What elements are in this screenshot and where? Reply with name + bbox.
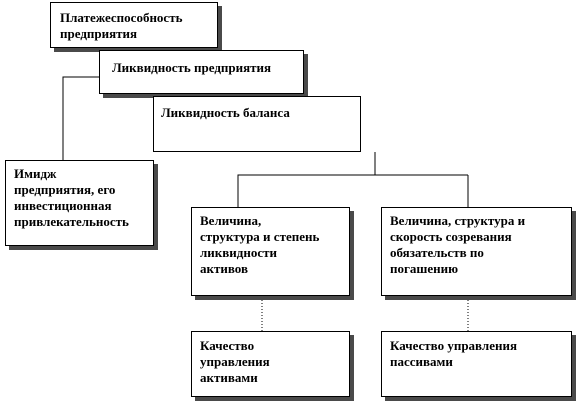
- connector-liquidity-to-image: [62, 76, 99, 160]
- node-balance-liquidity: Ликвидность баланса: [153, 96, 361, 152]
- node-asset-management: Качество управления активами: [191, 331, 350, 397]
- node-liability-management: Качество управления пассивами: [381, 331, 572, 397]
- node-liabilities: Величина, структура и скорость созревани…: [381, 207, 572, 296]
- node-image: Имидж предприятия, его инвестиционная пр…: [5, 160, 154, 246]
- connector-balance-to-assets: [237, 152, 376, 207]
- node-solvency: Платежеспособность предприятия: [50, 2, 218, 48]
- node-liquidity: Ликвидность предприятия: [99, 50, 304, 94]
- node-assets: Величина, структура и степень ликвидност…: [191, 207, 350, 296]
